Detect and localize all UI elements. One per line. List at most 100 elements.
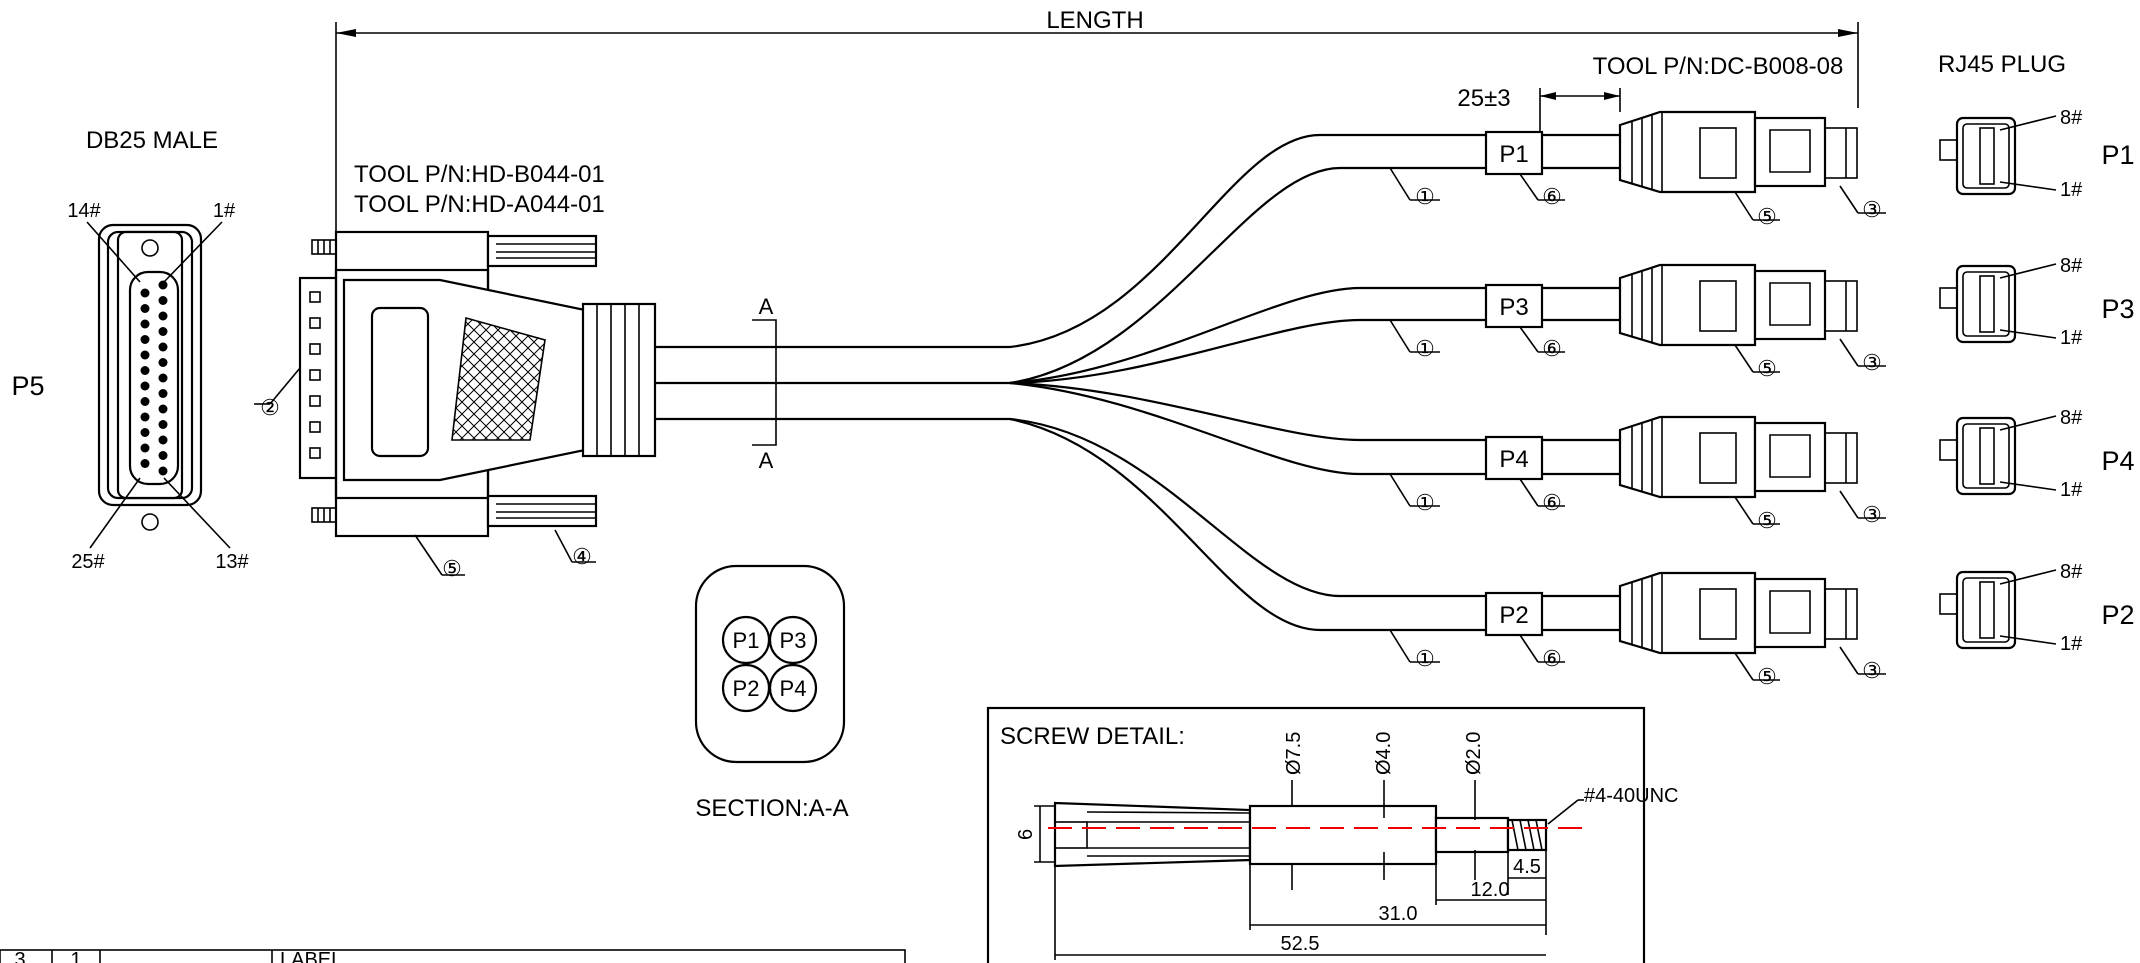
rj-pin8: 8# — [2060, 255, 2083, 277]
db25-pin — [140, 459, 150, 468]
branch-p3: P3 — [1484, 263, 1858, 347]
db25-pin — [158, 296, 168, 305]
rj45-view-p2: 8# 1# P2 — [1939, 561, 2135, 655]
db25-title: DB25 MALE — [86, 127, 218, 154]
tool-db-1: TOOL P/N:HD-B044-01 — [354, 161, 605, 188]
db25-pin — [158, 373, 168, 383]
section-a-a: P1 P3 P2 P4 SECTION:A-A — [694, 564, 849, 822]
db25-pin — [158, 327, 168, 336]
callout-marker: ⑥ — [1542, 490, 1562, 515]
db25-pin — [158, 420, 168, 429]
db25-pin — [158, 404, 168, 414]
callout-hood: ④ — [572, 544, 592, 569]
callout-cable: ① — [1415, 336, 1435, 361]
marker-label: P2 — [1499, 602, 1528, 629]
dim-shank-dia: Ø4.0 — [1373, 732, 1395, 775]
callout-plug: ③ — [1862, 197, 1882, 222]
marker-label: P4 — [1499, 446, 1528, 473]
rj45-title: RJ45 PLUG — [1938, 51, 2066, 78]
db25-pin — [158, 451, 168, 460]
db25-pins — [140, 280, 168, 476]
callout-boot: ⑤ — [1757, 664, 1777, 689]
marker-p3 — [1484, 283, 1544, 329]
callout-marker: ⑥ — [1542, 184, 1562, 209]
db25-pin — [140, 428, 150, 437]
section-cell: P1 — [733, 628, 760, 653]
branch-p1: P1 — [1484, 110, 1858, 194]
db25-pin — [140, 335, 150, 344]
db25-pin — [140, 350, 150, 360]
dim-12: 12.0 — [1471, 879, 1510, 901]
pin1-label: 1# — [213, 200, 236, 222]
dim-thread-length: 4.5 — [1513, 856, 1541, 878]
db25-face-view: DB25 MALE P5 14# 1# 25# 13# — [11, 127, 249, 573]
branch-callout-labels: ① ⑥ ⑤ ③ ① ⑥ ⑤ ③ ① ⑥ ⑤ ③ ① ⑥ ⑤ ③ — [1415, 184, 1882, 689]
pin25-label: 25# — [71, 551, 105, 573]
db25-pin — [140, 288, 150, 298]
branch-p4: P4 — [1484, 415, 1858, 499]
boot-offset-dimension: 25±3 TOOL P/N:DC-B008-08 — [1457, 53, 1843, 132]
db25-pin — [158, 466, 168, 476]
section-cell: P4 — [780, 676, 807, 701]
db25-pin — [158, 389, 168, 398]
dim-tip-dia: Ø2.0 — [1463, 732, 1485, 775]
rj45-front-views: RJ45 PLUG — [1938, 51, 2066, 78]
rj-view-label: P1 — [2101, 140, 2134, 170]
db25-pin — [140, 381, 150, 391]
section-mark-bottom: A — [759, 448, 774, 473]
db25-pin — [140, 443, 150, 453]
table-col-1: 3 — [14, 949, 25, 963]
rj-pin8: 8# — [2060, 561, 2083, 583]
marker-label: P1 — [1499, 141, 1528, 168]
section-cell: P2 — [733, 676, 760, 701]
db25-pin — [140, 397, 150, 406]
rj-pin1: 1# — [2060, 327, 2083, 349]
callout-cable: ① — [1415, 184, 1435, 209]
marker-p1 — [1484, 130, 1544, 176]
dim-52: 52.5 — [1281, 933, 1320, 955]
dim-thread: #4-40UNC — [1584, 785, 1678, 807]
callout-cable: ① — [1415, 646, 1435, 671]
section-title: SECTION:A-A — [695, 795, 848, 822]
db25-pin — [158, 342, 168, 352]
db25-pin — [158, 280, 168, 290]
length-dimension: LENGTH — [335, 7, 1859, 235]
rj-view-label: P2 — [2101, 600, 2134, 630]
cable-branches — [1009, 133, 1490, 632]
rj45-view-p4: 8# 1# P4 — [1939, 407, 2135, 501]
callout-plug: ③ — [1862, 658, 1882, 683]
parts-table: 3 1 LABEL — [0, 949, 906, 963]
rj45-view-p3: 8# 1# P3 — [1939, 255, 2135, 349]
branch-p2: P2 — [1484, 571, 1858, 655]
callout-boot: ⑤ — [442, 556, 462, 581]
db25-pin — [158, 358, 168, 367]
dim-height: 6 — [1015, 829, 1037, 840]
db25-pin — [140, 412, 150, 422]
callout-plug: ③ — [1862, 502, 1882, 527]
tool-rj: TOOL P/N:DC-B008-08 — [1593, 53, 1844, 80]
rj-view-label: P3 — [2101, 294, 2134, 324]
main-cable: A A — [655, 294, 1010, 473]
pin14-label: 14# — [67, 200, 101, 222]
table-col-4: LABEL — [280, 949, 342, 963]
section-cell: P3 — [780, 628, 807, 653]
callout-plug: ③ — [1862, 350, 1882, 375]
rj-pin1: 1# — [2060, 633, 2083, 655]
db25-pin — [158, 311, 168, 321]
tool-db-2: TOOL P/N:HD-A044-01 — [354, 191, 605, 218]
rj-pin8: 8# — [2060, 107, 2083, 129]
table-col-2: 1 — [70, 949, 81, 963]
callout-cable: ① — [1415, 490, 1435, 515]
rj-pin1: 1# — [2060, 479, 2083, 501]
db25-pin — [158, 435, 168, 445]
length-label: LENGTH — [1046, 7, 1143, 34]
db25-connector: TOOL P/N:HD-B044-01 TOOL P/N:HD-A044-01 — [298, 161, 657, 538]
dim-31: 31.0 — [1379, 903, 1418, 925]
marker-p2 — [1484, 591, 1544, 637]
boot-offset-label: 25±3 — [1457, 85, 1510, 112]
screw-title: SCREW DETAIL: — [1000, 723, 1185, 750]
callout-boot: ⑤ — [1757, 204, 1777, 229]
dim-head-dia: Ø7.5 — [1283, 732, 1305, 775]
marker-p4 — [1484, 435, 1544, 481]
